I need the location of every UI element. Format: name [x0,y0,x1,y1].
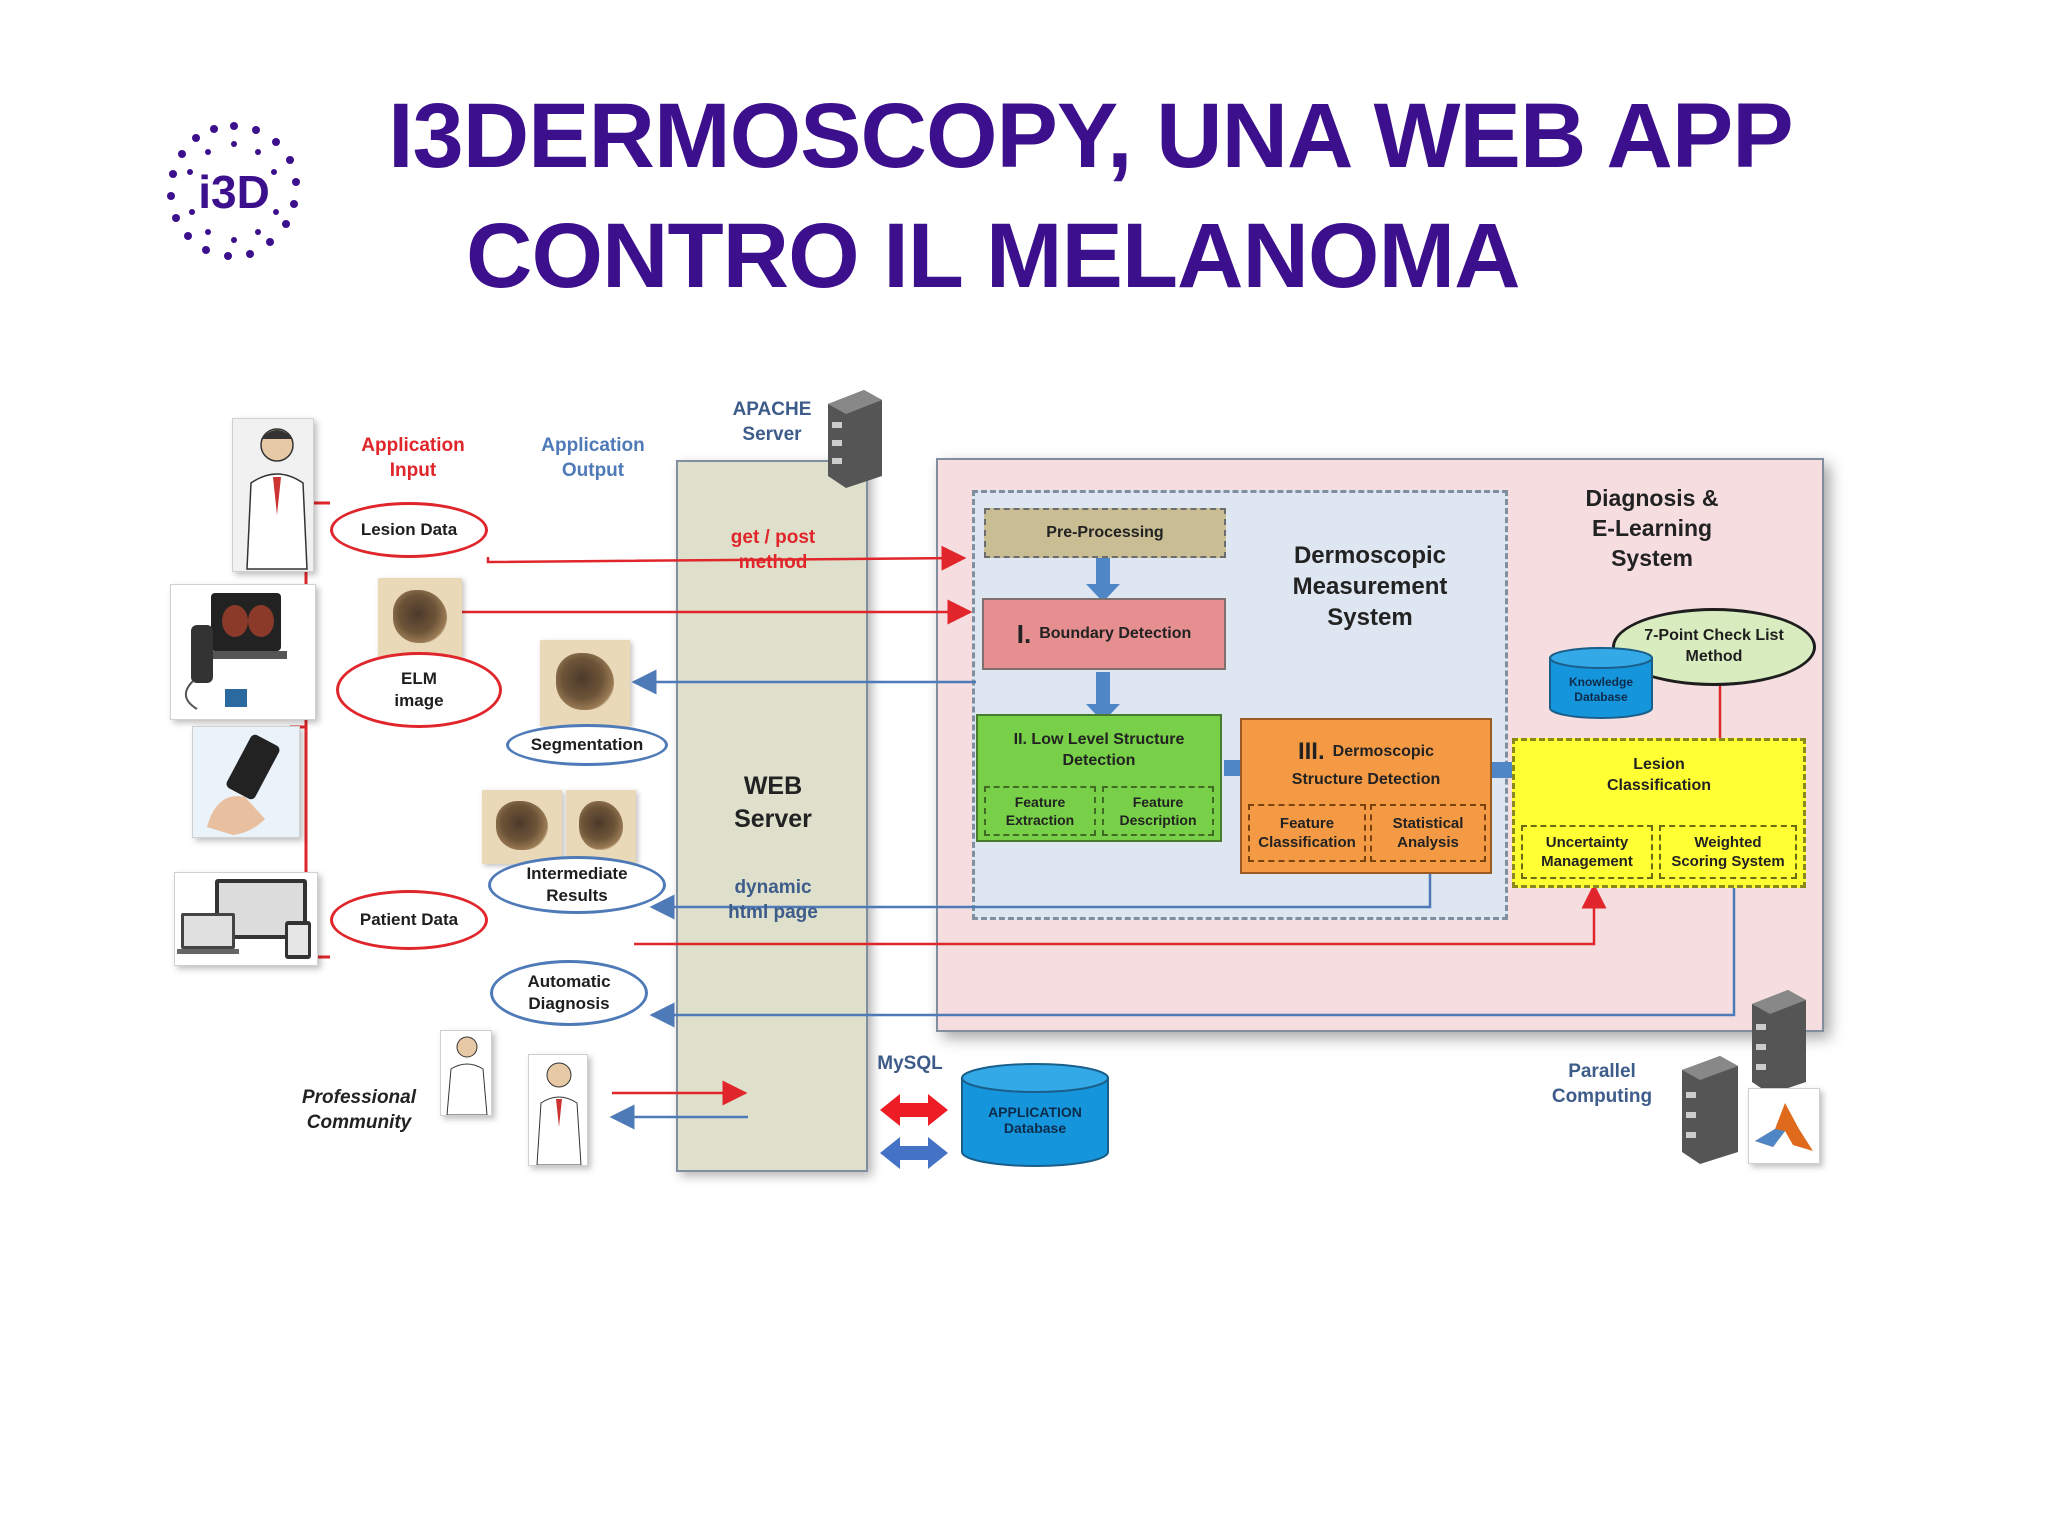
dermoscopic-measurement-system-label: Dermoscopic Measurement System [1292,542,1448,632]
dermoscopic-structure-number: III. [1297,738,1325,765]
structure-detection-label: Structure Detection [1291,771,1441,788]
application-input-label: Application Input [361,435,465,481]
i3d-logo: i3D [146,104,322,280]
boundary-detection-label: Boundary Detection [1039,625,1192,642]
server-rack-icon-1 [1742,984,1814,1094]
database-icon [961,1063,1109,1167]
boundary-detection-box: I. Boundary Detection [982,598,1226,670]
doctor-small-image-1 [440,1030,492,1116]
lesion-classification-box: Lesion Classification Uncertainty Manage… [1512,738,1806,888]
database-icon [1549,647,1653,719]
multi-device-image [174,872,318,966]
logo-ring-icon [167,122,300,260]
professional-community-label: Professional Community [301,1087,417,1133]
feature-extraction-label: Feature Extraction [1005,793,1075,828]
feature-extraction-box: Feature Extraction [984,786,1096,836]
mysql-label: MySQL [877,1053,943,1074]
doctor-icon [246,428,308,570]
uncertainty-management-box: Uncertainty Management [1521,825,1653,879]
lesion-classification-label: Lesion Classification [1606,756,1712,794]
pre-processing-label: Pre-Processing [1046,524,1164,541]
intermediate-thumbnail-1 [482,790,562,864]
diagnosis-elearning-label: Diagnosis & E-Learning System [1585,485,1719,571]
doctor-icon [446,1036,488,1116]
dermatoscope-laptop-image [170,584,316,720]
multi-device-icon [177,879,311,959]
doctor-small-image-2 [528,1054,588,1166]
automatic-diagnosis-bubble: Automatic Diagnosis [490,960,648,1026]
elm-lesion-thumbnail [378,578,462,658]
segmentation-thumbnail [540,640,630,726]
web-server-label: WEB Server [734,772,812,833]
weighted-scoring-label: Weighted Scoring System [1671,833,1785,871]
application-database-label: APPLICATION Database [988,1104,1082,1136]
application-output-label: Application Output [541,435,645,481]
apache-server-label: APACHE Server [732,399,812,445]
dermoscopic-structure-box: III. Dermoscopic Structure Detection Fea… [1240,718,1492,874]
statistical-analysis-label: Statistical Analysis [1392,814,1464,852]
server-rack-icon-2 [1672,1050,1746,1164]
segmentation-bubble: Segmentation [506,724,668,766]
patient-data-bubble: Patient Data [330,890,488,950]
feature-description-box: Feature Description [1102,786,1214,836]
smartphone-icon [207,734,280,835]
web-server-column [676,460,868,1172]
feature-description-label: Feature Description [1119,793,1197,828]
dynamic-html-page-label: dynamic html page [728,877,818,923]
doctor-image [232,418,314,572]
elm-image-bubble: ELM image [336,652,502,728]
parallel-computing-label: Parallel Computing [1551,1061,1653,1107]
logo-text: i3D [198,166,270,218]
knowledge-database: Knowledge Database [1548,646,1654,720]
intermediate-results-bubble: Intermediate Results [488,856,666,914]
weighted-scoring-box: Weighted Scoring System [1659,825,1797,879]
dermoscopic-structure-label: Dermoscopic [1332,743,1435,760]
apache-server-icon [818,384,890,488]
boundary-detection-number: I. [1016,618,1032,649]
get-post-method-label: get / post method [730,527,816,573]
matlab-logo-icon [1748,1088,1820,1164]
doctor-icon [536,1062,582,1166]
feature-classification-label: Feature Classification [1258,814,1356,852]
smartphone-image [192,726,300,838]
feature-classification-box: Feature Classification [1248,804,1366,862]
uncertainty-management-label: Uncertainty Management [1541,833,1633,871]
low-level-structure-label: II. Low Level Structure Detection [1013,731,1185,769]
page-title-line-1: I3DERMOSCOPY, UNA WEB APP [388,85,1794,187]
statistical-analysis-box: Statistical Analysis [1370,804,1486,862]
application-database: APPLICATION Database [960,1062,1110,1168]
knowledge-database-label: Knowledge Database [1568,675,1633,704]
dermatoscope-icon [185,593,287,710]
dermoscopic-structure-title: III. Dermoscopic [1242,738,1490,766]
page-title-line-2: CONTRO IL MELANOMA [466,205,1521,307]
low-level-structure-box: II. Low Level Structure Detection Featur… [976,714,1222,842]
lesion-data-bubble: Lesion Data [330,502,488,558]
intermediate-thumbnail-2 [566,790,636,864]
pre-processing-box: Pre-Processing [984,508,1226,558]
